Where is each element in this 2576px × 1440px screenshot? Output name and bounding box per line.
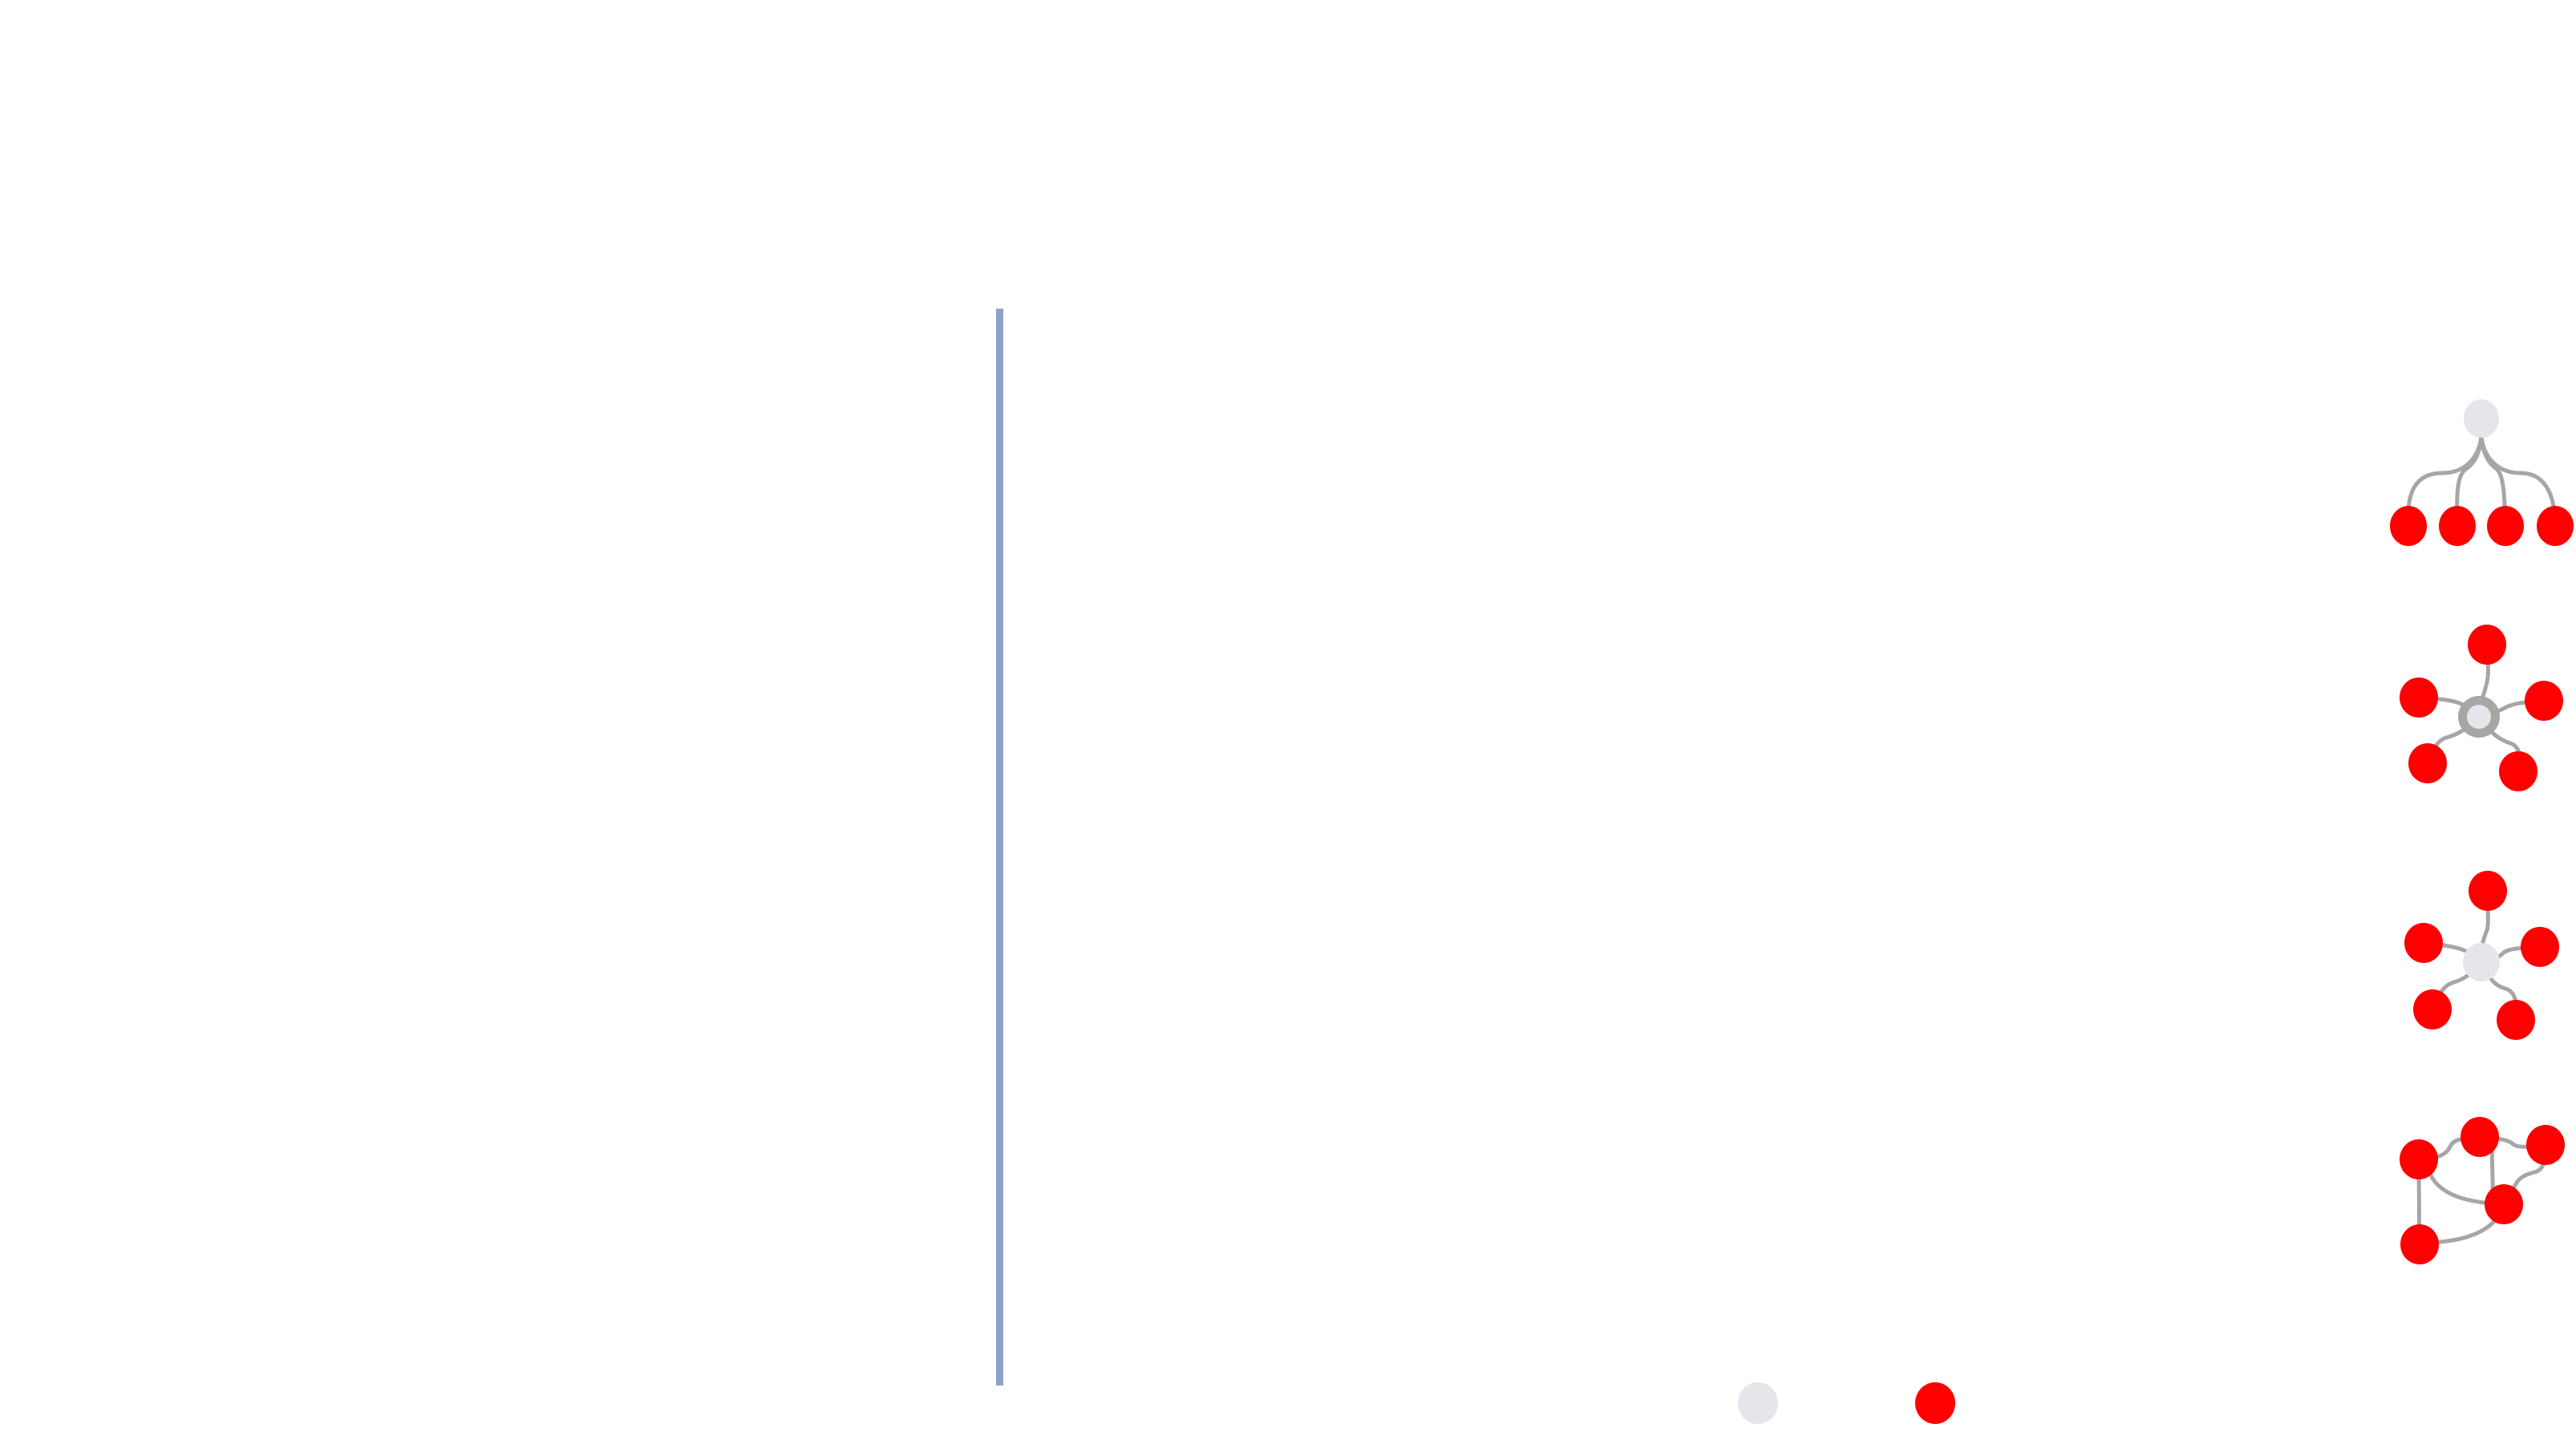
- star-ringed-nodes: [2400, 625, 2563, 791]
- hub-node: [2463, 943, 2500, 981]
- legend-red-node: [1915, 1382, 1955, 1424]
- hub-node: [2467, 705, 2491, 729]
- leaf-node: [2497, 1000, 2535, 1040]
- leaf-node: [2400, 678, 2438, 718]
- leaf-node: [2468, 625, 2506, 665]
- node: [2400, 1224, 2439, 1264]
- leaf-node: [2404, 923, 2443, 963]
- star-plain-nodes: [2404, 871, 2559, 1040]
- node: [2485, 1184, 2523, 1224]
- edge: [2455, 435, 2484, 528]
- legend-gray-node: [1738, 1382, 1778, 1424]
- leaf-node: [2499, 751, 2538, 791]
- cycle-nodes: [2400, 1117, 2565, 1264]
- tree-nodes: [2390, 399, 2574, 546]
- leaf-node: [2469, 871, 2507, 911]
- hub-node: [2464, 399, 2499, 438]
- tree-diagram: [2406, 435, 2558, 528]
- leaf-node: [2413, 989, 2452, 1029]
- leaf-node: [2521, 927, 2559, 967]
- node: [2461, 1117, 2499, 1157]
- leaf-node: [2487, 506, 2524, 546]
- leaf-node: [2439, 506, 2476, 546]
- leaf-node: [2525, 681, 2563, 721]
- leaf-node: [2390, 506, 2427, 546]
- leaf-node: [2408, 743, 2447, 783]
- edge: [2479, 435, 2558, 528]
- node: [2526, 1125, 2565, 1165]
- legend: [1738, 1382, 1955, 1424]
- node: [2400, 1139, 2438, 1179]
- vertical-divider: [996, 309, 1003, 1385]
- leaf-node: [2537, 506, 2574, 546]
